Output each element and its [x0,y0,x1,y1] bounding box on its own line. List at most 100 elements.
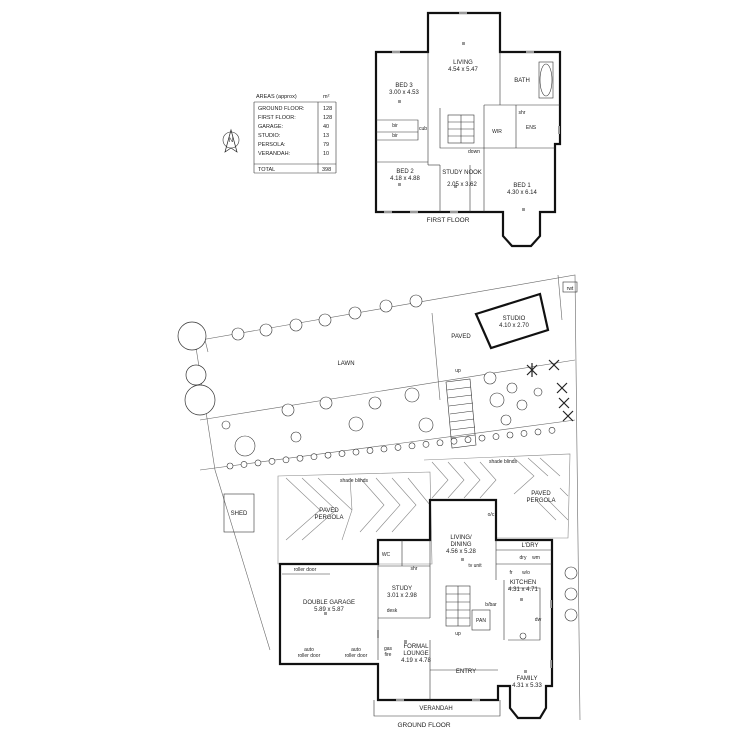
gf-pergola-left-1: PAVED [319,508,339,514]
gf-study-name: STUDY [392,586,412,592]
areas-heading: AREAS (approx) [256,94,297,100]
areas-row-label: GARAGE: [258,124,284,130]
hedge-shrub [464,436,472,443]
site-lawn: LAWN [337,361,354,367]
gf-auto-roller-2a: auto [351,647,361,653]
gf-fr: fr [509,570,512,576]
ff-cub: cub [419,126,427,132]
gf-family-dims: 4.31 x 5.33 [512,683,542,689]
gf-ldry: L'DRY [521,543,538,549]
hedge-shrub [450,437,458,445]
gf-formal-lounge-1: FORMAL [403,644,429,650]
gf-pergola-right-1: PAVED [531,491,551,497]
areas-row-label: FIRST FLOOR: [258,115,296,121]
areas-row-label: PERSOLA: [258,142,286,148]
gf-pan: PAN [476,618,486,624]
gf-living-dims: 4.56 x 5.28 [446,549,476,555]
site-rwt: rwt [567,286,574,292]
gf-wc: WC [382,552,391,558]
areas-unit: m² [323,94,330,100]
ff-shr: shr [519,110,526,116]
ff-bir2: bir [392,133,398,139]
hedge-shrub [240,461,248,468]
gf-title: GROUND FLOOR [397,722,450,729]
gf-formal-lounge-2: LOUNGE [403,651,428,657]
hedge-shrub [436,439,444,447]
areas-total-label: TOTAL [258,167,275,173]
areas-row-label: STUDIO: [258,133,281,139]
hedge-shrub [492,433,500,440]
gf-pergola-right-2: PERGOLA [526,498,555,504]
hedge-shrub [394,444,402,451]
hedge-shrub [534,428,542,436]
gf-kitchen-name: KITCHEN [510,580,536,586]
gf-wm: wm [532,555,540,561]
ff-bir1: bir [392,123,398,129]
ff-bed2-name: BED 2 [396,169,414,175]
hedge-shrub [338,450,346,457]
gf-bbar: b/bar [485,602,497,608]
areas-table: AREAS (approx) m² GROUND FLOOR: 128FIRST … [253,94,337,174]
areas-total-value: 398 [322,167,331,173]
hedge-shrub [422,440,430,448]
gf-garage-name: DOUBLE GARAGE [303,600,355,606]
hedge-shrub [268,458,276,465]
areas-row-label: GROUND FLOOR: [258,106,305,112]
ff-bed3-dims: 3.00 x 4.53 [389,90,419,96]
gf-shade-blinds-2: shade blinds [489,459,518,465]
ff-bed1-dims: 4.30 x 6.14 [507,190,537,196]
gf-shr: shr [411,566,418,572]
gf-verandah: VERANDAH [419,706,452,712]
ground-floor-plan: shade blinds shade blinds PAVED PERGOLA … [277,453,571,729]
site-up: up [455,368,461,374]
gf-dry: dry [520,555,527,561]
areas-row-value: 128 [323,106,332,112]
hedge-shrub [408,442,416,450]
studio-dims: 4.10 x 2.70 [499,323,529,329]
hedge-shrub [254,459,262,467]
hedge-shrub [310,453,318,461]
gf-auto-roller-1b: roller door [298,653,321,659]
hedge-shrub [282,456,290,464]
hedge-shrub [366,447,374,454]
ff-ens: ENS [526,125,537,131]
gf-oc: o/c [488,512,495,518]
gf-roller-door: roller door [294,567,317,573]
gf-auto-roller-1a: auto [304,647,314,653]
gf-formal-dims: 4.19 x 4.78 [401,658,431,664]
ff-study-nook-name: STUDY NOOK [442,170,482,176]
areas-row-value: 10 [323,151,329,157]
gf-living-name: LIVING/ [450,535,472,541]
site-plan: rwt STUDIO 4.10 x 2.70 PAVED LAWN up [177,274,581,721]
gf-desk: desk [387,608,398,614]
gf-wo: w/o [522,570,530,576]
gf-up: up [455,631,461,637]
gf-dw: dw [535,617,542,623]
ff-bath-name: BATH [514,78,530,84]
hedge-shrub [520,430,528,437]
ff-bed3-name: BED 3 [395,83,413,89]
areas-row-value: 40 [323,124,329,130]
ff-living-dims: 4.54 x 5.47 [448,67,478,73]
hedge-shrub [296,454,304,462]
hedge-shrub [506,431,514,439]
areas-row-value: 79 [323,142,329,148]
site-shed: SHED [231,511,248,517]
hedge-shrub [324,451,332,459]
areas-row-label: VERANDAH: [258,151,291,157]
gf-kitchen-dims: 4.31 x 4.71 [508,587,538,593]
gf-fire: fire [385,652,392,658]
ff-bed2-dims: 4.18 x 4.88 [390,176,420,182]
hedge-shrub [380,445,388,453]
gf-study-dims: 3.01 x 2.98 [387,593,417,599]
first-floor-plan: LIVING 4.54 x 5.47 BED 3 3.00 x 4.53 BAT… [374,11,562,248]
gf-gas: gas [384,646,393,652]
areas-row-value: 13 [323,133,329,139]
hedge-shrub [352,448,360,456]
gf-garage-dims: 5.89 x 5.87 [314,607,344,613]
ff-title: FIRST FLOOR [427,217,470,224]
north-arrow: N [222,128,240,153]
north-label: N [229,138,233,144]
ff-down: down [468,149,480,155]
